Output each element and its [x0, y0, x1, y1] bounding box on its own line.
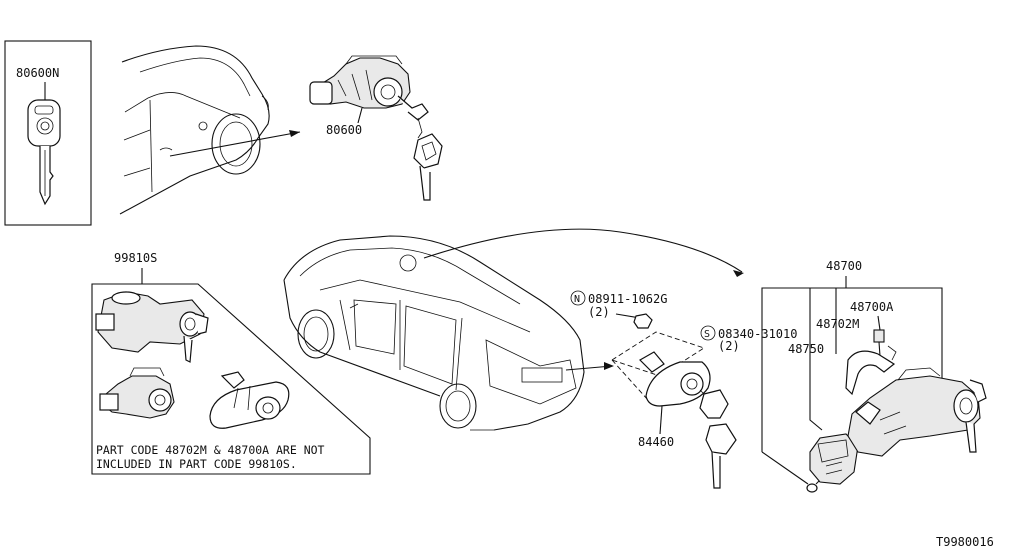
lock-set-frame — [91, 283, 371, 475]
arrow-head — [289, 130, 300, 137]
ignition-cylinder-icon — [847, 367, 987, 457]
arrow-head — [604, 362, 614, 370]
ignition-assembly-group: 48700 48700A 48702M 48750 — [761, 259, 987, 493]
label-screw-qty: (2) — [718, 339, 740, 353]
ignition-hint-circle — [399, 254, 417, 272]
bracket-48700 — [761, 287, 943, 452]
label-nut-qty: (2) — [588, 305, 610, 319]
label-48700: 48700 — [826, 259, 862, 273]
s-symbol: S — [704, 329, 710, 340]
leader-screw — [761, 451, 809, 485]
shroud-48702m-icon — [845, 345, 897, 396]
label-80600n: 80600N — [16, 66, 59, 80]
label-84460: 84460 — [638, 435, 674, 449]
trunk-key-icon — [699, 389, 737, 489]
set-ignition-cylinder — [95, 291, 209, 363]
arrow-door-to-cylinder — [169, 131, 301, 157]
leader-80600 — [357, 107, 363, 124]
lock-set-group: 99810S PART CODE 4870 — [91, 251, 371, 475]
set-door-cylinder — [99, 367, 175, 419]
key-blank-group: 80600N — [4, 40, 92, 226]
s-symbol-circle — [700, 325, 716, 341]
n-symbol: N — [574, 294, 580, 305]
screw-callout: S 08340-31010 (2) — [700, 325, 797, 353]
housing-48750-icon — [809, 433, 859, 485]
label-nut-code: 08911-1062G — [588, 292, 667, 306]
label-99810s: 99810S — [114, 251, 157, 265]
leader-48700a — [877, 315, 881, 331]
pin-48700a-icon — [873, 329, 885, 357]
trunk-cylinder-part — [610, 331, 729, 407]
coupe-car-illustration — [119, 45, 270, 215]
diagram-code: T9980016 — [936, 535, 994, 549]
arrow-head — [733, 270, 744, 277]
leader-48750 — [809, 288, 823, 431]
n-symbol-circle — [570, 290, 586, 306]
label-screw-code: 08340-31010 — [718, 327, 797, 341]
door-cylinder-part — [309, 55, 429, 139]
note-line-1: PART CODE 48702M & 48700A ARE NOT — [96, 443, 325, 457]
door-key-icon — [413, 133, 443, 201]
nut-icon — [633, 313, 653, 329]
nut-callout: N 08911-1062G (2) — [570, 290, 667, 329]
label-48700a: 48700A — [850, 300, 894, 314]
key-blank-frame — [4, 40, 92, 226]
note-line-2: INCLUDED IN PART CODE 99810S. — [96, 457, 297, 471]
key-blank-icon — [27, 99, 61, 206]
set-trunk-cylinder — [209, 371, 290, 429]
label-48702m: 48702M — [816, 317, 859, 331]
arrow-to-ignition — [423, 228, 743, 273]
sedan-car-illustration — [283, 235, 585, 431]
label-80600: 80600 — [326, 123, 362, 137]
label-48750: 48750 — [788, 342, 824, 356]
leader-84460 — [659, 405, 663, 435]
